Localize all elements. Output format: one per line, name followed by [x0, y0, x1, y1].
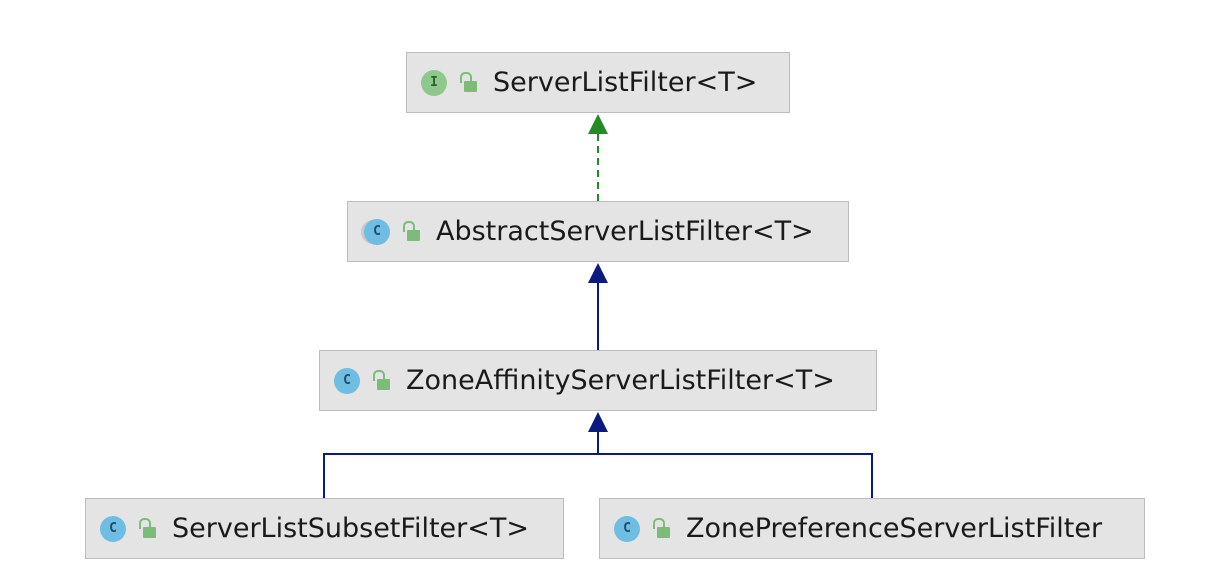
node-serverlistfilter[interactable]: I ServerListFilter<T> — [406, 52, 790, 113]
class-icon: C — [100, 515, 126, 542]
class-icon: C — [334, 367, 360, 394]
public-unlock-icon — [457, 70, 479, 96]
node-zonepreferenceserverlistfilter[interactable]: C ZonePreferenceServerListFilter — [599, 498, 1145, 559]
node-abstractserverlistfilter[interactable]: C AbstractServerListFilter<T> — [347, 201, 849, 262]
node-label: ZonePreferenceServerListFilter — [686, 513, 1103, 544]
edge-extends-zonepreference-to-zoneaffinity — [598, 453, 873, 498]
node-label: ServerListSubsetFilter<T> — [172, 513, 529, 544]
edge-extends-subset-to-zoneaffinity — [323, 453, 598, 498]
node-label: ZoneAffinityServerListFilter<T> — [406, 365, 835, 396]
node-label: AbstractServerListFilter<T> — [436, 216, 814, 247]
public-unlock-icon — [400, 219, 422, 245]
public-unlock-icon — [370, 368, 392, 394]
node-zoneaffinityserverlistfilter[interactable]: C ZoneAffinityServerListFilter<T> — [319, 350, 877, 411]
interface-icon: I — [421, 69, 447, 96]
public-unlock-icon — [650, 516, 672, 542]
node-serverlistsubsetfilter[interactable]: C ServerListSubsetFilter<T> — [85, 498, 564, 559]
node-label: ServerListFilter<T> — [493, 67, 758, 98]
abstract-class-icon: C — [364, 218, 390, 245]
arrowhead-extends-abstract — [588, 263, 608, 283]
public-unlock-icon — [136, 516, 158, 542]
arrowhead-extends-zoneaffinity — [588, 412, 608, 432]
arrowhead-implements — [588, 114, 608, 134]
class-icon: C — [614, 515, 640, 542]
